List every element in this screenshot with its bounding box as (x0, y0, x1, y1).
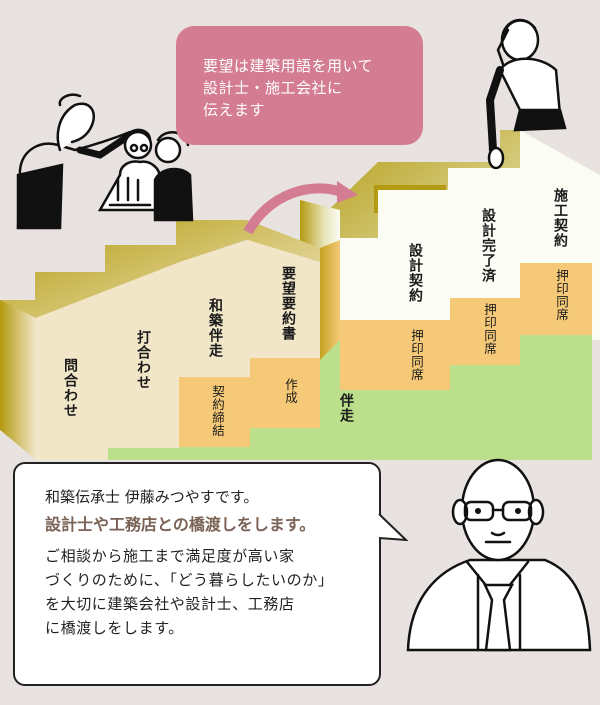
callout-line-3: 伝えます (203, 101, 266, 119)
step-label-wachiku-support: 和築伴走 (207, 298, 223, 358)
step-sub-seal-3: 押印同席 (554, 269, 569, 321)
lower-stairs (0, 220, 340, 460)
bald-man-illustration (406, 458, 592, 652)
body-line-1: ご相談から施工まで満足度が高い家 (45, 547, 295, 565)
body-line-3: を大切に建築会社や設計士、工務店 (45, 595, 295, 613)
arrow-icon (243, 183, 347, 235)
callout-line-1: 要望は建築用語を用いて (203, 57, 374, 75)
intro-line: 和築伝承士 伊藤みつやすです。 (45, 488, 259, 506)
band-label-support: 伴走 (338, 393, 354, 423)
step-sub-creation: 作成 (283, 378, 298, 404)
step-sub-seal-1: 押印同席 (409, 329, 424, 381)
step-sub-seal-2: 押印同席 (482, 303, 497, 355)
step-label-inquiry: 問合わせ (62, 358, 78, 418)
step-label-design-contract: 設計契約 (407, 243, 423, 303)
step-label-design-complete: 設計完了済 (480, 208, 496, 283)
step-label-meeting: 打合わせ (135, 330, 151, 390)
thinking-person-illustration (485, 18, 567, 170)
callout-line-2: 設計士・施工会社に (203, 79, 343, 97)
speech-bubble: 和築伝承士 伊藤みつやすです。 設計士や工務店との橋渡しをします。 ご相談から施… (13, 462, 381, 686)
bubble-tail (378, 513, 408, 542)
callout-box: 要望は建築用語を用いて 設計士・施工会社に 伝えます (176, 26, 423, 145)
body-line-4: に橋渡しをします。 (45, 619, 184, 637)
step-label-construction-contract: 施工契約 (552, 188, 568, 248)
step-sub-contract: 契約締結 (210, 385, 225, 437)
headline-line: 設計士や工務店との橋渡しをします。 (45, 515, 316, 534)
body-line-2: づくりのために、「どう暮らしたいのか」 (45, 571, 334, 589)
people-consulting-illustration (16, 93, 194, 230)
step-label-requirements-summary: 要望要約書 (280, 266, 296, 341)
